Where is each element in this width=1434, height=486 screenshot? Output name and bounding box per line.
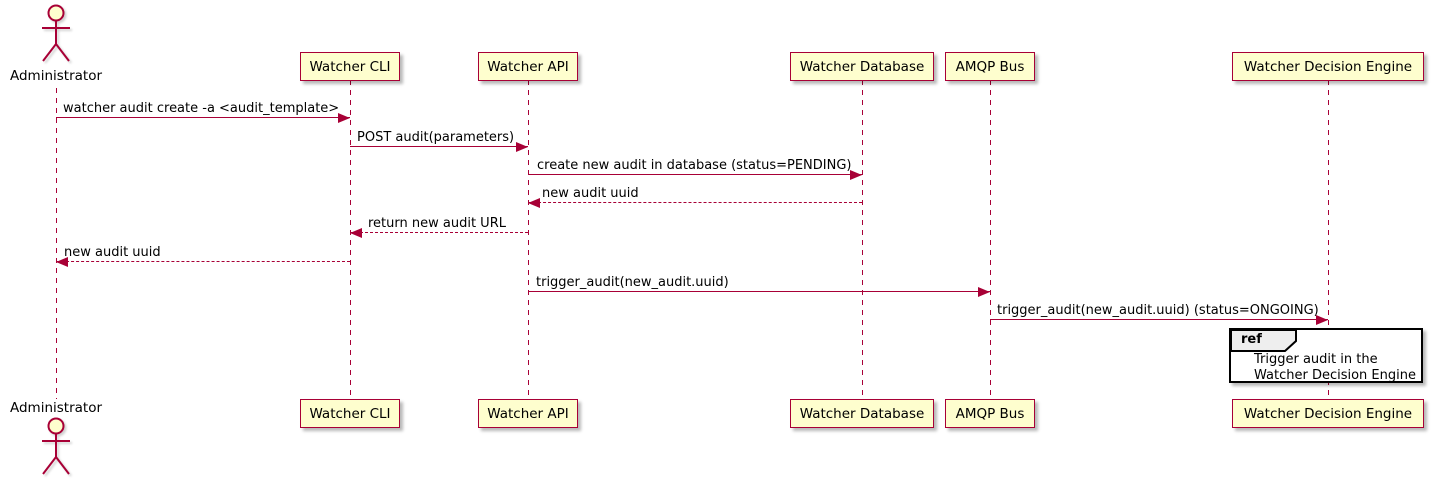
message-arrow-line: [56, 117, 350, 118]
participant-watcher-api-top: Watcher API: [478, 52, 578, 81]
participant-amqp-bus-top: AMQP Bus: [945, 52, 1035, 81]
participant-watcher-cli-bottom: Watcher CLI: [300, 399, 400, 428]
arrowhead-right-icon: [516, 142, 528, 152]
arrowhead-left-icon: [56, 257, 68, 267]
arrowhead-right-icon: [978, 287, 990, 297]
ref-tab-pentagon: [1230, 329, 1297, 352]
ref-fragment: ref Trigger audit in the Watcher Decisio…: [1229, 328, 1423, 383]
participant-watcher-api-bottom: Watcher API: [478, 399, 578, 428]
message-arrow-line: [990, 319, 1328, 320]
arrowhead-left-icon: [350, 228, 362, 238]
message-label: new audit uuid: [64, 245, 161, 260]
participant-label: Watcher Database: [799, 58, 925, 75]
arrowhead-left-icon: [528, 198, 540, 208]
message-label: watcher audit create -a <audit_template>: [63, 101, 340, 116]
message-label: new audit uuid: [542, 186, 639, 201]
message-return-line: [528, 202, 862, 203]
ref-text-line: Watcher Decision Engine: [1254, 368, 1416, 383]
message-arrow-line: [350, 146, 528, 147]
lifeline-amqp-bus: [990, 80, 991, 399]
message-label: return new audit URL: [368, 216, 506, 231]
participant-label: AMQP Bus: [955, 58, 1025, 75]
arrowhead-right-icon: [1316, 315, 1328, 325]
participant-label: Watcher CLI: [309, 58, 391, 75]
administrator-actor-icon: [42, 417, 70, 475]
lifeline-administrator: [56, 88, 57, 399]
message-arrow-line: [528, 291, 990, 292]
actor-label-administrator-top: Administrator: [9, 68, 103, 84]
participant-label: AMQP Bus: [955, 405, 1025, 422]
message-return-line: [350, 232, 528, 233]
message-label: trigger_audit(new_audit.uuid) (status=ON…: [997, 303, 1319, 318]
participant-label: Watcher Decision Engine: [1243, 58, 1413, 75]
participant-label: Watcher Database: [799, 405, 925, 422]
lifeline-watcher-api: [528, 80, 529, 399]
lifeline-watcher-database: [862, 80, 863, 399]
message-arrow-line: [528, 174, 862, 175]
actor-label-administrator-bottom: Administrator: [9, 400, 103, 416]
participant-amqp-bus-bottom: AMQP Bus: [945, 399, 1035, 428]
lifeline-watcher-cli: [350, 80, 351, 399]
arrowhead-right-icon: [850, 170, 862, 180]
participant-label: Watcher API: [487, 58, 569, 75]
message-label: POST audit(parameters): [357, 130, 515, 145]
ref-text-line: Trigger audit in the: [1254, 352, 1378, 367]
message-label: create new audit in database (status=PEN…: [537, 158, 852, 173]
participant-watcher-database-bottom: Watcher Database: [790, 399, 934, 428]
lifeline-watcher-decision-engine: [1328, 80, 1329, 399]
arrowhead-right-icon: [338, 113, 350, 123]
participant-label: Watcher Decision Engine: [1243, 405, 1413, 422]
message-return-line: [56, 261, 350, 262]
participant-label: Watcher API: [487, 405, 569, 422]
participant-watcher-decision-engine-top: Watcher Decision Engine: [1232, 52, 1424, 81]
participant-watcher-decision-engine-bottom: Watcher Decision Engine: [1232, 399, 1424, 428]
message-label: trigger_audit(new_audit.uuid): [536, 275, 729, 290]
participant-watcher-database-top: Watcher Database: [790, 52, 934, 81]
administrator-actor-icon: [42, 4, 70, 62]
participant-watcher-cli-top: Watcher CLI: [300, 52, 400, 81]
participant-label: Watcher CLI: [309, 405, 391, 422]
ref-keyword: ref: [1241, 332, 1262, 347]
